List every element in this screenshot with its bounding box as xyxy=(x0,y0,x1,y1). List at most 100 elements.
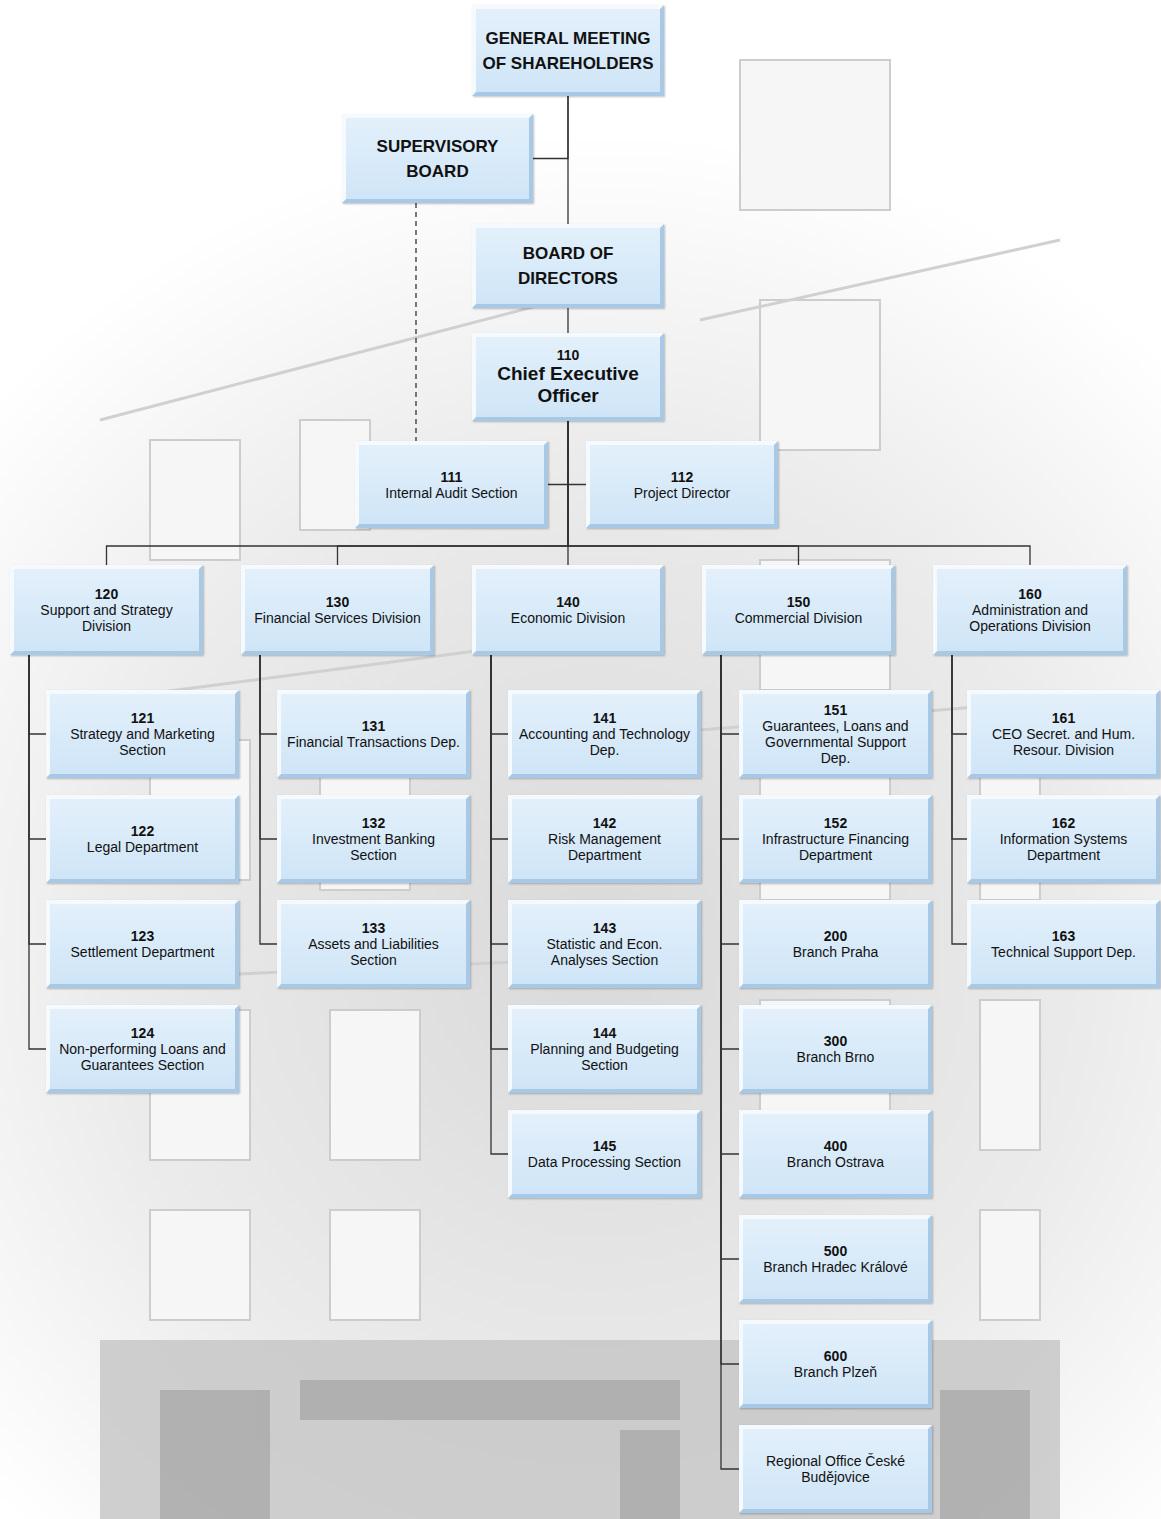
division-box: 160Administration and Operations Divisio… xyxy=(933,565,1127,655)
connector-line xyxy=(952,655,967,734)
branch-box: 500Branch Hradec Králové xyxy=(739,1215,932,1303)
department-box: 163Technical Support Dep. xyxy=(967,900,1160,988)
unit-number: 121 xyxy=(131,710,154,726)
division-box: 120Support and Strategy Division xyxy=(10,565,203,655)
connector-line xyxy=(29,655,46,734)
connector-line xyxy=(29,655,46,839)
connector-line xyxy=(260,655,277,839)
unit-number: 500 xyxy=(824,1243,847,1259)
unit-number: 151 xyxy=(824,702,847,718)
staff-unit-box: 111Internal Audit Section xyxy=(355,441,548,528)
connector-line xyxy=(338,421,569,565)
unit-number: 144 xyxy=(593,1025,616,1041)
unit-name: Project Director xyxy=(634,485,730,501)
staff-unit-box: 112Project Director xyxy=(586,441,778,528)
unit-name: Infrastructure Financing Department xyxy=(749,831,922,863)
unit-number: 131 xyxy=(362,718,385,734)
connector-line xyxy=(567,308,568,333)
unit-number: 140 xyxy=(556,594,579,610)
unit-number: 152 xyxy=(824,815,847,831)
unit-number: 110 xyxy=(557,347,580,363)
branch-box: Regional Office České Budějovice xyxy=(739,1425,932,1513)
branch-box: 200Branch Praha xyxy=(739,900,932,988)
unit-name: Assets and Liabilities Section xyxy=(287,936,460,968)
unit-name: Commercial Division xyxy=(735,610,863,626)
unit-number: 161 xyxy=(1052,710,1075,726)
connector-line xyxy=(568,421,586,485)
connector-line xyxy=(721,655,739,1469)
unit-name: Planning and Budgeting Section xyxy=(518,1041,691,1073)
unit-number: 160 xyxy=(1018,586,1041,602)
governing-body-box: GENERAL MEETING OF SHAREHOLDERS xyxy=(472,5,664,96)
department-box: 121Strategy and Marketing Section xyxy=(46,690,239,778)
connector-line xyxy=(952,655,967,944)
unit-number: 163 xyxy=(1052,928,1075,944)
division-box: 140Economic Division xyxy=(472,565,664,655)
unit-name: Economic Division xyxy=(511,610,625,626)
unit-name: Information Systems Department xyxy=(977,831,1150,863)
connector-line xyxy=(568,421,799,565)
connector-line xyxy=(568,421,1030,565)
department-box: 132Investment Banking Section xyxy=(277,795,470,883)
branch-box: 400Branch Ostrava xyxy=(739,1110,932,1198)
connector-line xyxy=(721,655,739,1049)
unit-number: 400 xyxy=(824,1138,847,1154)
department-box: 141Accounting and Technology Dep. xyxy=(508,690,701,778)
unit-number: 111 xyxy=(441,469,463,485)
connector-line xyxy=(29,655,46,1049)
unit-number: 162 xyxy=(1052,815,1075,831)
connector-line xyxy=(721,655,739,1259)
connector-line xyxy=(29,655,46,944)
unit-name: Technical Support Dep. xyxy=(991,944,1136,960)
unit-name: Branch Ostrava xyxy=(787,1154,884,1170)
body-name: SUPERVISORY BOARD xyxy=(352,134,523,184)
unit-name: Financial Transactions Dep. xyxy=(287,734,460,750)
unit-name: Branch Plzeň xyxy=(794,1364,877,1380)
connector-line xyxy=(491,655,508,1049)
unit-number: 132 xyxy=(362,815,385,831)
connector-line xyxy=(533,96,568,159)
unit-number: 124 xyxy=(131,1025,154,1041)
unit-number: 123 xyxy=(131,928,154,944)
department-box: 124Non-performing Loans and Guarantees S… xyxy=(46,1005,239,1093)
unit-number: 600 xyxy=(824,1348,847,1364)
division-box: 130Financial Services Division xyxy=(241,565,434,655)
unit-name: Settlement Department xyxy=(71,944,215,960)
department-box: 145Data Processing Section xyxy=(508,1110,701,1198)
connector-line xyxy=(952,655,967,839)
body-name: GENERAL MEETING OF SHAREHOLDERS xyxy=(482,26,654,76)
department-box: 143Statistic and Econ. Analyses Section xyxy=(508,900,701,988)
unit-number: 142 xyxy=(593,815,616,831)
unit-name: Administration and Operations Division xyxy=(943,602,1117,634)
connector-line xyxy=(491,655,508,839)
unit-number: 300 xyxy=(824,1033,847,1049)
connector-line xyxy=(721,655,739,944)
unit-name: Non-performing Loans and Guarantees Sect… xyxy=(56,1041,229,1073)
windows xyxy=(150,60,1040,1320)
unit-number: 122 xyxy=(131,823,154,839)
connector-line xyxy=(721,655,739,1154)
unit-name: Guarantees, Loans and Governmental Suppo… xyxy=(749,718,922,766)
connector-line xyxy=(260,655,277,944)
cornices xyxy=(100,240,1060,980)
connector-line xyxy=(548,421,568,485)
connector-line xyxy=(721,655,739,734)
unit-name: Accounting and Technology Dep. xyxy=(518,726,691,758)
dashed-connector xyxy=(415,203,416,441)
unit-name: Branch Praha xyxy=(793,944,879,960)
unit-name: Legal Department xyxy=(87,839,198,855)
branch-box: 300Branch Brno xyxy=(739,1005,932,1093)
unit-name: Statistic and Econ. Analyses Section xyxy=(518,936,691,968)
department-box: 123Settlement Department xyxy=(46,900,239,988)
unit-number: 141 xyxy=(593,710,616,726)
connector-line xyxy=(721,655,739,839)
unit-name: Branch Brno xyxy=(797,1049,875,1065)
department-box: 152Infrastructure Financing Department xyxy=(739,795,932,883)
unit-number: 143 xyxy=(593,920,616,936)
unit-number: 200 xyxy=(824,928,847,944)
governing-body-box: SUPERVISORY BOARD xyxy=(342,114,533,203)
unit-name: Financial Services Division xyxy=(254,610,421,626)
